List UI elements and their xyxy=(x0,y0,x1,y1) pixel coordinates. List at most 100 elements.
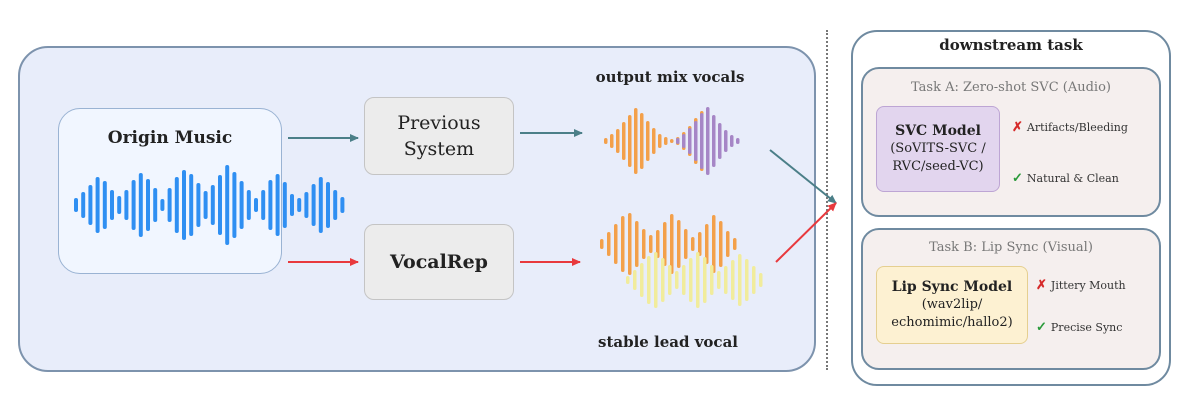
stable-waveform-bar-orange xyxy=(600,239,604,249)
origin-waveform-bar xyxy=(268,180,273,230)
stable-waveform-bar-yellow xyxy=(710,265,714,295)
origin-waveform-bar xyxy=(160,199,165,211)
stable-waveform-bar-orange xyxy=(719,221,723,267)
stable-waveform-bar-orange xyxy=(628,213,632,275)
stable-waveform-bar-yellow xyxy=(682,265,686,295)
mix-waveform-bar-purple xyxy=(688,128,692,154)
stable-waveform-bar-orange xyxy=(635,221,639,267)
stable-waveform-bar-yellow xyxy=(724,266,728,294)
stable-waveform-bar-yellow xyxy=(731,260,735,300)
origin-waveform-bar xyxy=(124,190,129,220)
stable-waveform-bar-yellow xyxy=(738,254,742,306)
stable-waveform-bar-orange xyxy=(614,224,618,264)
mix-waveform-bar-orange xyxy=(652,128,656,154)
stable-waveform-bar-yellow xyxy=(717,271,721,289)
mix-waveform-bar-purple xyxy=(700,113,704,169)
mix-waveform-bar-purple xyxy=(730,135,734,147)
mix-waveform-bar-purple xyxy=(682,134,686,148)
stable-waveform-bar-yellow xyxy=(696,252,700,308)
task-b-good-note: ✓ Precise Sync xyxy=(1036,320,1122,335)
vocalrep-box: VocalRep xyxy=(364,224,514,300)
previous-system-line1: Previous xyxy=(397,112,481,134)
mix-waveform-bar-orange xyxy=(604,138,608,144)
origin-waveform-bar xyxy=(146,179,150,231)
stable-waveform-bar-yellow xyxy=(633,270,637,290)
origin-music-title: Origin Music xyxy=(107,128,233,148)
stable-waveform-bar-yellow xyxy=(703,257,707,303)
stable-waveform-bar-yellow xyxy=(640,263,644,297)
origin-waveform-bar xyxy=(261,190,266,220)
stable-waveform-bar-orange xyxy=(733,238,737,250)
lip-sync-model-name: Lip Sync Model xyxy=(891,279,1013,295)
stable-waveform-bar-orange xyxy=(698,232,702,256)
origin-waveform-bar xyxy=(210,185,215,225)
task-a-good-text: Natural & Clean xyxy=(1026,172,1119,185)
stable-waveform-bar-yellow xyxy=(675,271,679,289)
stable-waveform-bar-orange xyxy=(607,232,611,256)
mix-waveform-bar-orange xyxy=(628,115,632,167)
mix-waveform-bar-orange xyxy=(640,113,644,169)
stable-waveform-bar-orange xyxy=(663,222,667,266)
stable-waveform-bar-orange xyxy=(677,220,681,268)
stable-waveform-bar-orange xyxy=(705,224,709,264)
mix-waveform-bar-orange xyxy=(616,129,620,153)
mix-waveform-bar-orange xyxy=(664,137,668,145)
check-mark-icon: ✓ xyxy=(1036,320,1047,335)
task-b-good-text: Precise Sync xyxy=(1050,321,1123,334)
stable-waveform-bar-orange xyxy=(712,215,716,273)
origin-waveform-bar xyxy=(275,174,280,236)
origin-waveform-bar xyxy=(333,190,338,220)
check-mark-icon: ✓ xyxy=(1012,171,1023,186)
origin-waveform-bar xyxy=(282,182,287,228)
stable-waveform-bar-yellow xyxy=(647,256,651,304)
arrow-output-to-downstream xyxy=(769,149,837,204)
stable-waveform-bar-orange xyxy=(691,237,695,251)
mix-waveform-bar-orange xyxy=(610,134,614,148)
stable-waveform-bar-yellow xyxy=(689,258,693,302)
mix-waveform-bar-orange xyxy=(622,122,626,160)
origin-waveform-bar xyxy=(318,177,323,233)
task-b-bad-text: Jittery Mouth xyxy=(1050,279,1126,292)
mix-waveform-bar-purple xyxy=(712,115,716,167)
cross-mark-icon: ✗ xyxy=(1012,120,1023,135)
stable-waveform-bar-yellow xyxy=(668,265,672,295)
svc-model-line3: RVC/seed-VC) xyxy=(892,159,984,174)
stable-waveform-bar-orange xyxy=(670,214,674,274)
lip-sync-model-line3: echomimic/hallo2) xyxy=(891,315,1013,330)
svc-model-name: SVC Model xyxy=(895,123,981,139)
origin-waveform-bar xyxy=(297,198,302,212)
origin-waveform-bar xyxy=(153,188,158,222)
stable-waveform-bar-yellow xyxy=(654,252,658,308)
origin-waveform-bar xyxy=(340,197,345,213)
mix-waveform-bar-orange xyxy=(646,121,650,161)
origin-waveform-bar xyxy=(218,175,222,235)
origin-waveform-bar xyxy=(74,198,78,212)
stable-waveform-bar-yellow xyxy=(745,259,749,301)
stable-waveform-bar-orange xyxy=(726,231,730,257)
origin-waveform-bar xyxy=(225,165,230,245)
origin-waveform-bar xyxy=(110,190,114,220)
task-a-bad-note: ✗ Artifacts/Bleeding xyxy=(1012,120,1128,135)
task-a-box xyxy=(861,67,1161,217)
origin-waveform-bar xyxy=(254,198,258,212)
mix-waveform-bar-purple xyxy=(724,130,728,152)
arrow-stable-to-downstream xyxy=(775,202,837,263)
stable-waveform-bar-yellow xyxy=(661,258,665,302)
task-b-title: Task B: Lip Sync (Visual) xyxy=(929,240,1093,255)
task-a-good-note: ✓ Natural & Clean xyxy=(1012,171,1119,186)
output-mix-vocals-waveform-icon xyxy=(604,107,740,175)
origin-waveform-bar xyxy=(117,196,122,214)
task-a-bad-text: Artifacts/Bleeding xyxy=(1026,121,1128,134)
mix-waveform-bar-purple xyxy=(694,121,698,161)
stable-lead-vocal-label: stable lead vocal xyxy=(598,333,738,351)
stable-waveform-bar-orange xyxy=(656,230,660,258)
previous-system-box: Previous System xyxy=(364,97,514,175)
origin-waveform-bar xyxy=(189,174,194,236)
lip-sync-model-line2: (wav2lip/ xyxy=(921,297,983,312)
task-a-title: Task A: Zero-shot SVC (Audio) xyxy=(911,80,1111,95)
stable-waveform-bar-orange xyxy=(621,216,625,272)
origin-music-waveform-icon xyxy=(74,165,345,245)
origin-waveform-bar xyxy=(203,191,208,219)
output-mix-vocals-label: output mix vocals xyxy=(595,68,745,86)
origin-waveform-bar xyxy=(232,172,237,238)
